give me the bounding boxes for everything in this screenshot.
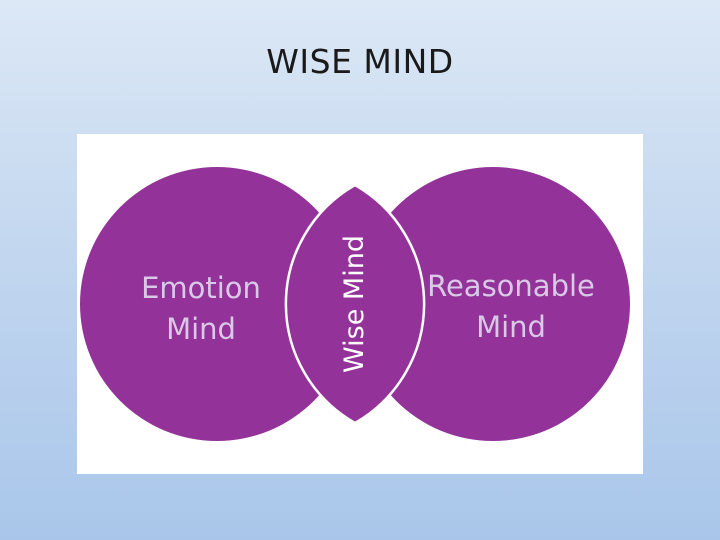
wise-mind-overlap-outline [284, 183, 426, 425]
emotion-mind-circle [80, 167, 354, 441]
venn-diagram-panel: Emotion Mind Reasonable Mind Wise Mind [77, 134, 643, 474]
wise-mind-label: Wise Mind [339, 235, 370, 373]
reasonable-mind-label-line1: Reasonable [427, 269, 595, 303]
venn-diagram: Emotion Mind Reasonable Mind Wise Mind [80, 167, 630, 441]
reasonable-mind-circle [356, 167, 630, 441]
emotion-mind-label-line2: Mind [166, 312, 236, 346]
emotion-mind-label-line1: Emotion [141, 271, 261, 305]
slide-title: WISE MIND [266, 42, 454, 81]
reasonable-mind-label-line2: Mind [476, 310, 546, 344]
